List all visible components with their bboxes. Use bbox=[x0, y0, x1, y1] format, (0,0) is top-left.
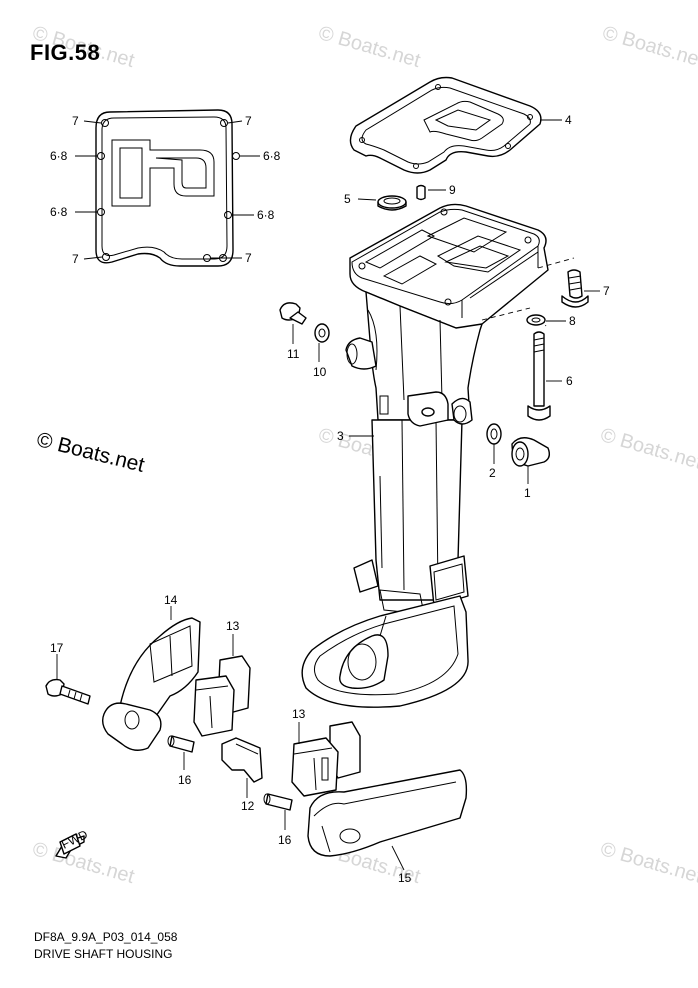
part-14-mount-bracket bbox=[101, 606, 201, 751]
callout-8: 8 bbox=[569, 314, 576, 328]
part-3-drive-shaft-housing bbox=[301, 203, 549, 708]
gasket-detail bbox=[75, 109, 260, 267]
callout-4: 4 bbox=[565, 113, 572, 127]
part-1-plug bbox=[511, 437, 551, 484]
callout-15: 15 bbox=[398, 871, 412, 885]
callout-6: 6 bbox=[566, 374, 573, 388]
part-13-rubber-mount-upper bbox=[193, 634, 251, 737]
callout-5: 5 bbox=[344, 192, 351, 206]
gasket-callout-68-low-left: 6·8 bbox=[50, 205, 68, 219]
callout-3: 3 bbox=[337, 429, 344, 443]
gasket-callout-7-top-left: 7 bbox=[72, 114, 79, 128]
part-5-oil-seal bbox=[357, 195, 407, 211]
callout-11: 11 bbox=[287, 347, 300, 361]
gasket-callout-7-bottom-right: 7 bbox=[245, 251, 252, 265]
part-17-bolt bbox=[45, 654, 91, 705]
callout-7: 7 bbox=[603, 284, 610, 298]
gasket-callout-68-low-right: 6·8 bbox=[257, 208, 275, 222]
part-16-pin-lower bbox=[263, 793, 293, 830]
diagram-code: DF8A_9.9A_P03_014_058 bbox=[34, 930, 178, 944]
part-16-pin-upper bbox=[167, 735, 195, 770]
gasket-callout-68-mid-left: 6·8 bbox=[50, 149, 68, 163]
fwd-arrow-icon: FWD bbox=[55, 827, 90, 859]
callout-2: 2 bbox=[489, 466, 496, 480]
callout-12: 12 bbox=[241, 799, 255, 813]
part-9-dowel-pin bbox=[416, 184, 446, 201]
callout-1: 1 bbox=[524, 486, 531, 500]
part-7-bolt bbox=[561, 269, 600, 308]
gasket-callout-7-bottom-left: 7 bbox=[72, 252, 79, 266]
gasket-callout-7-top-right: 7 bbox=[245, 114, 252, 128]
callout-16-lower: 16 bbox=[278, 833, 292, 847]
part-8-washer bbox=[526, 314, 566, 326]
part-12-stopper bbox=[221, 737, 263, 798]
part-4-gasket bbox=[349, 76, 562, 174]
callout-16-upper: 16 bbox=[178, 773, 192, 787]
part-15-mount-bracket bbox=[307, 769, 468, 871]
part-10-gasket bbox=[314, 323, 330, 362]
callout-17: 17 bbox=[50, 641, 64, 655]
callout-13-upper: 13 bbox=[226, 619, 240, 633]
part-13-rubber-mount-lower bbox=[291, 721, 361, 797]
part-11-bolt bbox=[279, 302, 307, 344]
callout-13-lower: 13 bbox=[292, 707, 306, 721]
diagram-name: DRIVE SHAFT HOUSING bbox=[34, 947, 173, 961]
gasket-callout-68-mid-right: 6·8 bbox=[263, 149, 281, 163]
callout-9: 9 bbox=[449, 183, 456, 197]
callout-14: 14 bbox=[164, 593, 178, 607]
part-2-gasket bbox=[486, 423, 502, 464]
part-6-long-bolt bbox=[527, 331, 562, 421]
callout-10: 10 bbox=[313, 365, 327, 379]
figure-title: FIG.58 bbox=[30, 40, 101, 65]
